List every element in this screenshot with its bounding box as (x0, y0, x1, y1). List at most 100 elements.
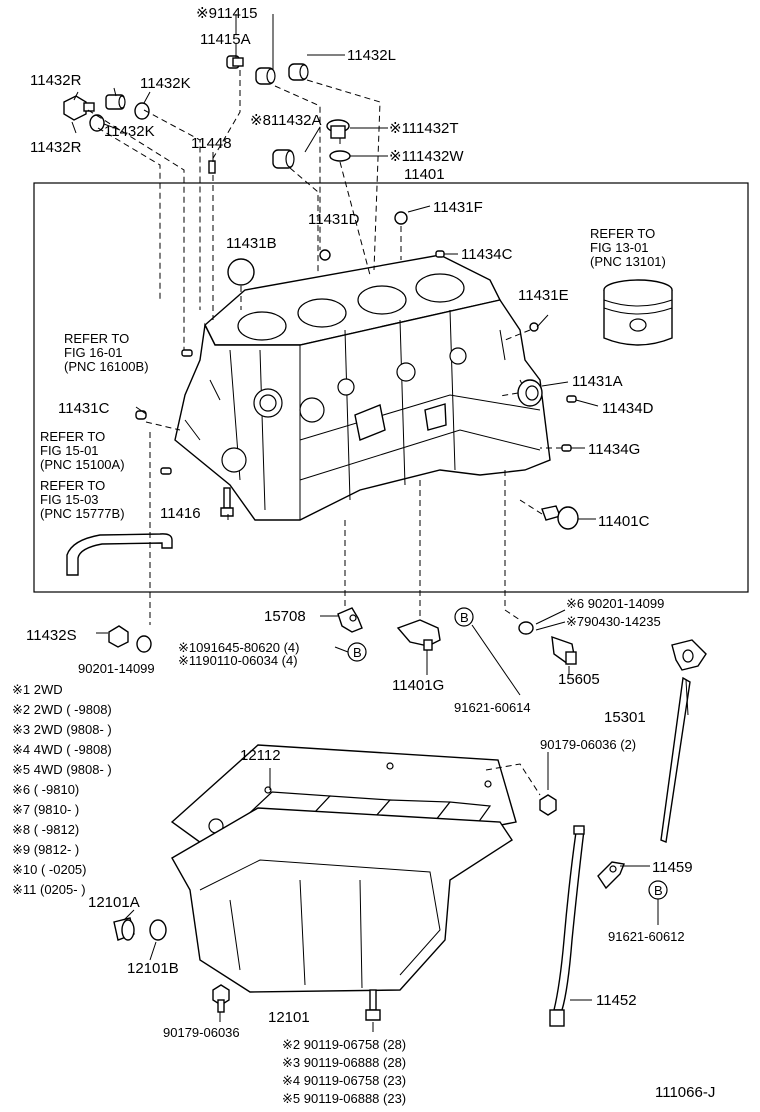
label-11452[interactable]: 11452 (596, 992, 637, 1009)
part-90201-washer-right[interactable] (518, 621, 534, 635)
label-11432S[interactable]: 11432S (26, 627, 77, 644)
label-11431E[interactable]: 11431E (518, 287, 569, 304)
part-90119-bolt[interactable] (365, 989, 381, 1021)
label-90179[interactable]: 90179-06036 (163, 1025, 240, 1040)
part-911415-plug[interactable] (255, 67, 276, 85)
part-11431B-plug[interactable] (227, 258, 255, 286)
part-12101-oil-pan[interactable] (171, 807, 513, 993)
label-15301[interactable]: 15301 (604, 709, 646, 726)
bolt-row[interactable]: ※2 90119-06758 (28) (282, 1037, 406, 1052)
bolt-variants-list: ※2 90119-06758 (28) ※3 90119-06888 (28) … (282, 1037, 406, 1106)
svg-text:(PNC 13101): (PNC 13101) (590, 254, 666, 269)
part-11431A-seal[interactable] (517, 379, 543, 407)
part-90179-drain-plug[interactable] (212, 984, 230, 1013)
label-11431C[interactable]: 11431C (58, 400, 110, 417)
part-11434D-pin[interactable] (566, 395, 577, 403)
label-11432T[interactable]: ※111432T (389, 120, 459, 137)
part-11432R-plug-a[interactable] (63, 95, 95, 121)
svg-text:REFER TO: REFER TO (40, 429, 105, 444)
legend-row: ※10 ( -0205) (12, 862, 86, 877)
label-11432R-b[interactable]: 11432R (30, 139, 82, 156)
part-15605-plug[interactable] (551, 635, 577, 665)
part-11401-cylinder-block[interactable] (174, 254, 551, 521)
label-12101[interactable]: 12101 (268, 1009, 310, 1026)
part-12101A-plug[interactable] (113, 917, 135, 941)
label-91621-60612[interactable]: 91621-60612 (608, 929, 685, 944)
label-91645[interactable]: ※1091645-80620 (4) (178, 640, 299, 655)
part-11401C-drain-cock[interactable] (541, 505, 579, 530)
part-11432W-washer[interactable] (329, 150, 351, 162)
label-91621-60614[interactable]: 91621-60614 (454, 700, 531, 715)
part-11434G-pin[interactable] (561, 444, 572, 452)
label-11431D[interactable]: 11431D (308, 211, 360, 228)
part-11448-pin[interactable] (208, 160, 216, 174)
label-911415[interactable]: ※911415 (196, 5, 258, 22)
label-11434G[interactable]: 11434G (588, 441, 640, 458)
label-90110[interactable]: ※1190110-06034 (4) (178, 653, 298, 668)
part-11432T-plug[interactable] (326, 119, 350, 139)
legend-row: ※4 4WD ( -9808) (12, 742, 112, 757)
label-11434C[interactable]: 11434C (461, 246, 513, 263)
part-11401G-sensor[interactable] (396, 619, 441, 651)
label-90430[interactable]: ※790430-14235 (566, 614, 661, 629)
ref-circle-b-2 (454, 607, 474, 627)
label-11432L[interactable]: 11432L (347, 47, 396, 64)
label-11401G[interactable]: 11401G (392, 677, 444, 694)
part-15708-bracket[interactable] (337, 607, 363, 633)
leader-lines (71, 14, 689, 1032)
label-11431F[interactable]: 11431F (433, 199, 483, 216)
bolt-row[interactable]: ※5 90119-06888 (23) (282, 1091, 406, 1106)
part-11432S-plug[interactable] (108, 625, 129, 648)
svg-text:REFER TO: REFER TO (590, 226, 655, 241)
label-11416[interactable]: 11416 (160, 505, 201, 522)
part-15301-dipstick[interactable] (660, 639, 707, 843)
diagram-id: 111066-J (655, 1084, 715, 1101)
part-90179-nut[interactable] (539, 794, 557, 816)
label-11401[interactable]: 11401 (404, 166, 445, 183)
label-11448[interactable]: 11448 (191, 135, 232, 152)
label-12101A[interactable]: 12101A (88, 894, 140, 911)
label-11415A[interactable]: 11415A (200, 31, 251, 48)
bolt-row[interactable]: ※4 90119-06758 (23) (282, 1073, 406, 1088)
part-11452-dipstick-guide[interactable] (549, 825, 585, 1027)
part-fig16-pin (181, 349, 193, 357)
label-11432R-a[interactable]: 11432R (30, 72, 82, 89)
part-11434C-pin[interactable] (435, 250, 445, 258)
label-11401C[interactable]: 11401C (598, 513, 650, 530)
part-11432A-plug[interactable] (272, 149, 295, 169)
label-90201-right[interactable]: ※6 90201-14099 (566, 596, 664, 611)
label-11432A[interactable]: ※811432A (250, 112, 322, 129)
part-11431D-plug[interactable] (319, 249, 331, 261)
part-11432L-plug[interactable] (288, 63, 309, 81)
part-90201-washer-left[interactable] (136, 635, 152, 653)
part-11432K-washer-b[interactable] (89, 114, 105, 132)
part-11431E-plug[interactable] (529, 322, 539, 332)
dashed-assembly-lines (87, 70, 562, 796)
bolt-row[interactable]: ※3 90119-06888 (28) (282, 1055, 406, 1070)
label-11434D[interactable]: 11434D (602, 400, 654, 417)
part-11431C-plug[interactable] (135, 410, 147, 420)
label-11432W[interactable]: ※111432W (389, 148, 464, 165)
part-11431F-plug[interactable] (394, 211, 408, 225)
label-11432K-b[interactable]: 11432K (104, 123, 155, 140)
label-90179-2[interactable]: 90179-06036 (2) (540, 737, 636, 752)
part-11459-bracket[interactable] (597, 861, 625, 890)
label-12101B[interactable]: 12101B (127, 960, 179, 977)
part-11415A-plug[interactable] (226, 55, 244, 69)
part-11416-bolt[interactable] (220, 487, 234, 517)
label-15708[interactable]: 15708 (264, 608, 306, 625)
label-90201-left[interactable]: 90201-14099 (78, 661, 155, 676)
svg-text:FIG 13-01: FIG 13-01 (590, 240, 649, 255)
svg-text:REFER TO: REFER TO (40, 478, 105, 493)
label-11431B[interactable]: 11431B (226, 235, 277, 252)
part-12101B-plug[interactable] (149, 919, 167, 941)
label-15605[interactable]: 15605 (558, 671, 600, 688)
label-11431A[interactable]: 11431A (572, 373, 623, 390)
ref-b-1-text: B (353, 645, 362, 660)
label-11432K-a[interactable]: 11432K (140, 75, 191, 92)
part-11432K-gasket-a[interactable] (105, 94, 126, 110)
label-11459[interactable]: 11459 (652, 859, 693, 876)
label-12112[interactable]: 12112 (240, 747, 281, 764)
svg-text:(PNC 16100B): (PNC 16100B) (64, 359, 149, 374)
part-11432K-washer-a[interactable] (134, 102, 150, 120)
